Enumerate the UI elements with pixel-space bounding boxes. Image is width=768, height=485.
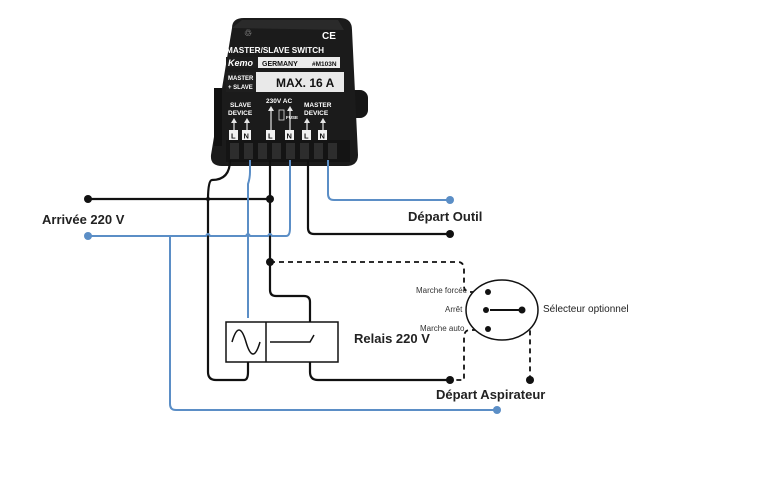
tool-output-label: Départ Outil (408, 209, 483, 224)
neutral-wires (88, 160, 497, 411)
slave-terminal-l: L (231, 132, 236, 141)
supply-label: Arrivée 220 V (42, 212, 125, 227)
master-label-2: DEVICE (304, 110, 329, 117)
relay (225, 321, 339, 363)
slave-label-1: SLAVE (230, 102, 252, 109)
master-label-1: MASTER (304, 102, 332, 109)
bin-icon: ♲ (244, 29, 252, 39)
device-model: #M103N (312, 61, 337, 68)
slave-phase-wire (206, 159, 250, 382)
vacuum-output-label: Départ Aspirateur (436, 387, 546, 402)
vacuum-neutral-wire (169, 236, 497, 411)
tool-neutral-wire (327, 160, 450, 201)
off-label: Arrêt (445, 305, 463, 314)
fuse-icon (278, 109, 285, 121)
mode-line-1: MASTER (228, 76, 254, 82)
relay-contact-icon (270, 334, 315, 343)
supply-terminal-n: N (287, 132, 292, 141)
phase-wires (88, 159, 450, 382)
slave-neutral-wire (247, 160, 251, 318)
junction-dots (84, 195, 534, 414)
vacuum-phase-wire (268, 199, 450, 382)
fuse-label: FUSE (286, 115, 298, 120)
sine-icon (231, 329, 261, 355)
slave-label-2: DEVICE (228, 110, 253, 117)
supply-label: 230V AC (266, 98, 292, 105)
supply-terminal-l: L (268, 132, 273, 141)
master-terminal-n: N (320, 132, 325, 141)
slave-terminal-n: N (244, 132, 249, 141)
device-country: GERMANY (262, 61, 298, 68)
selector-label: Sélecteur optionnel (543, 304, 629, 315)
master-terminal-l: L (304, 132, 309, 141)
selector-switch (465, 279, 539, 341)
ce-mark: CE (322, 31, 336, 42)
device-brand: Kemo (228, 58, 254, 68)
master-slave-switch: ♲ CE MASTER/SLAVE SWITCH Kemo GERMANY #M… (210, 18, 368, 166)
selector-dashed-wires (270, 261, 531, 381)
device-title: MASTER/SLAVE SWITCH (226, 46, 324, 55)
forced-run-label: Marche forcée (416, 286, 468, 295)
mode-line-2: + SLAVE (228, 85, 253, 91)
auto-run-label: Marche auto (420, 324, 465, 333)
device-rating: MAX. 16 A (276, 76, 335, 90)
relay-label: Relais 220 V (354, 331, 430, 346)
tool-phase-wire (306, 160, 450, 236)
